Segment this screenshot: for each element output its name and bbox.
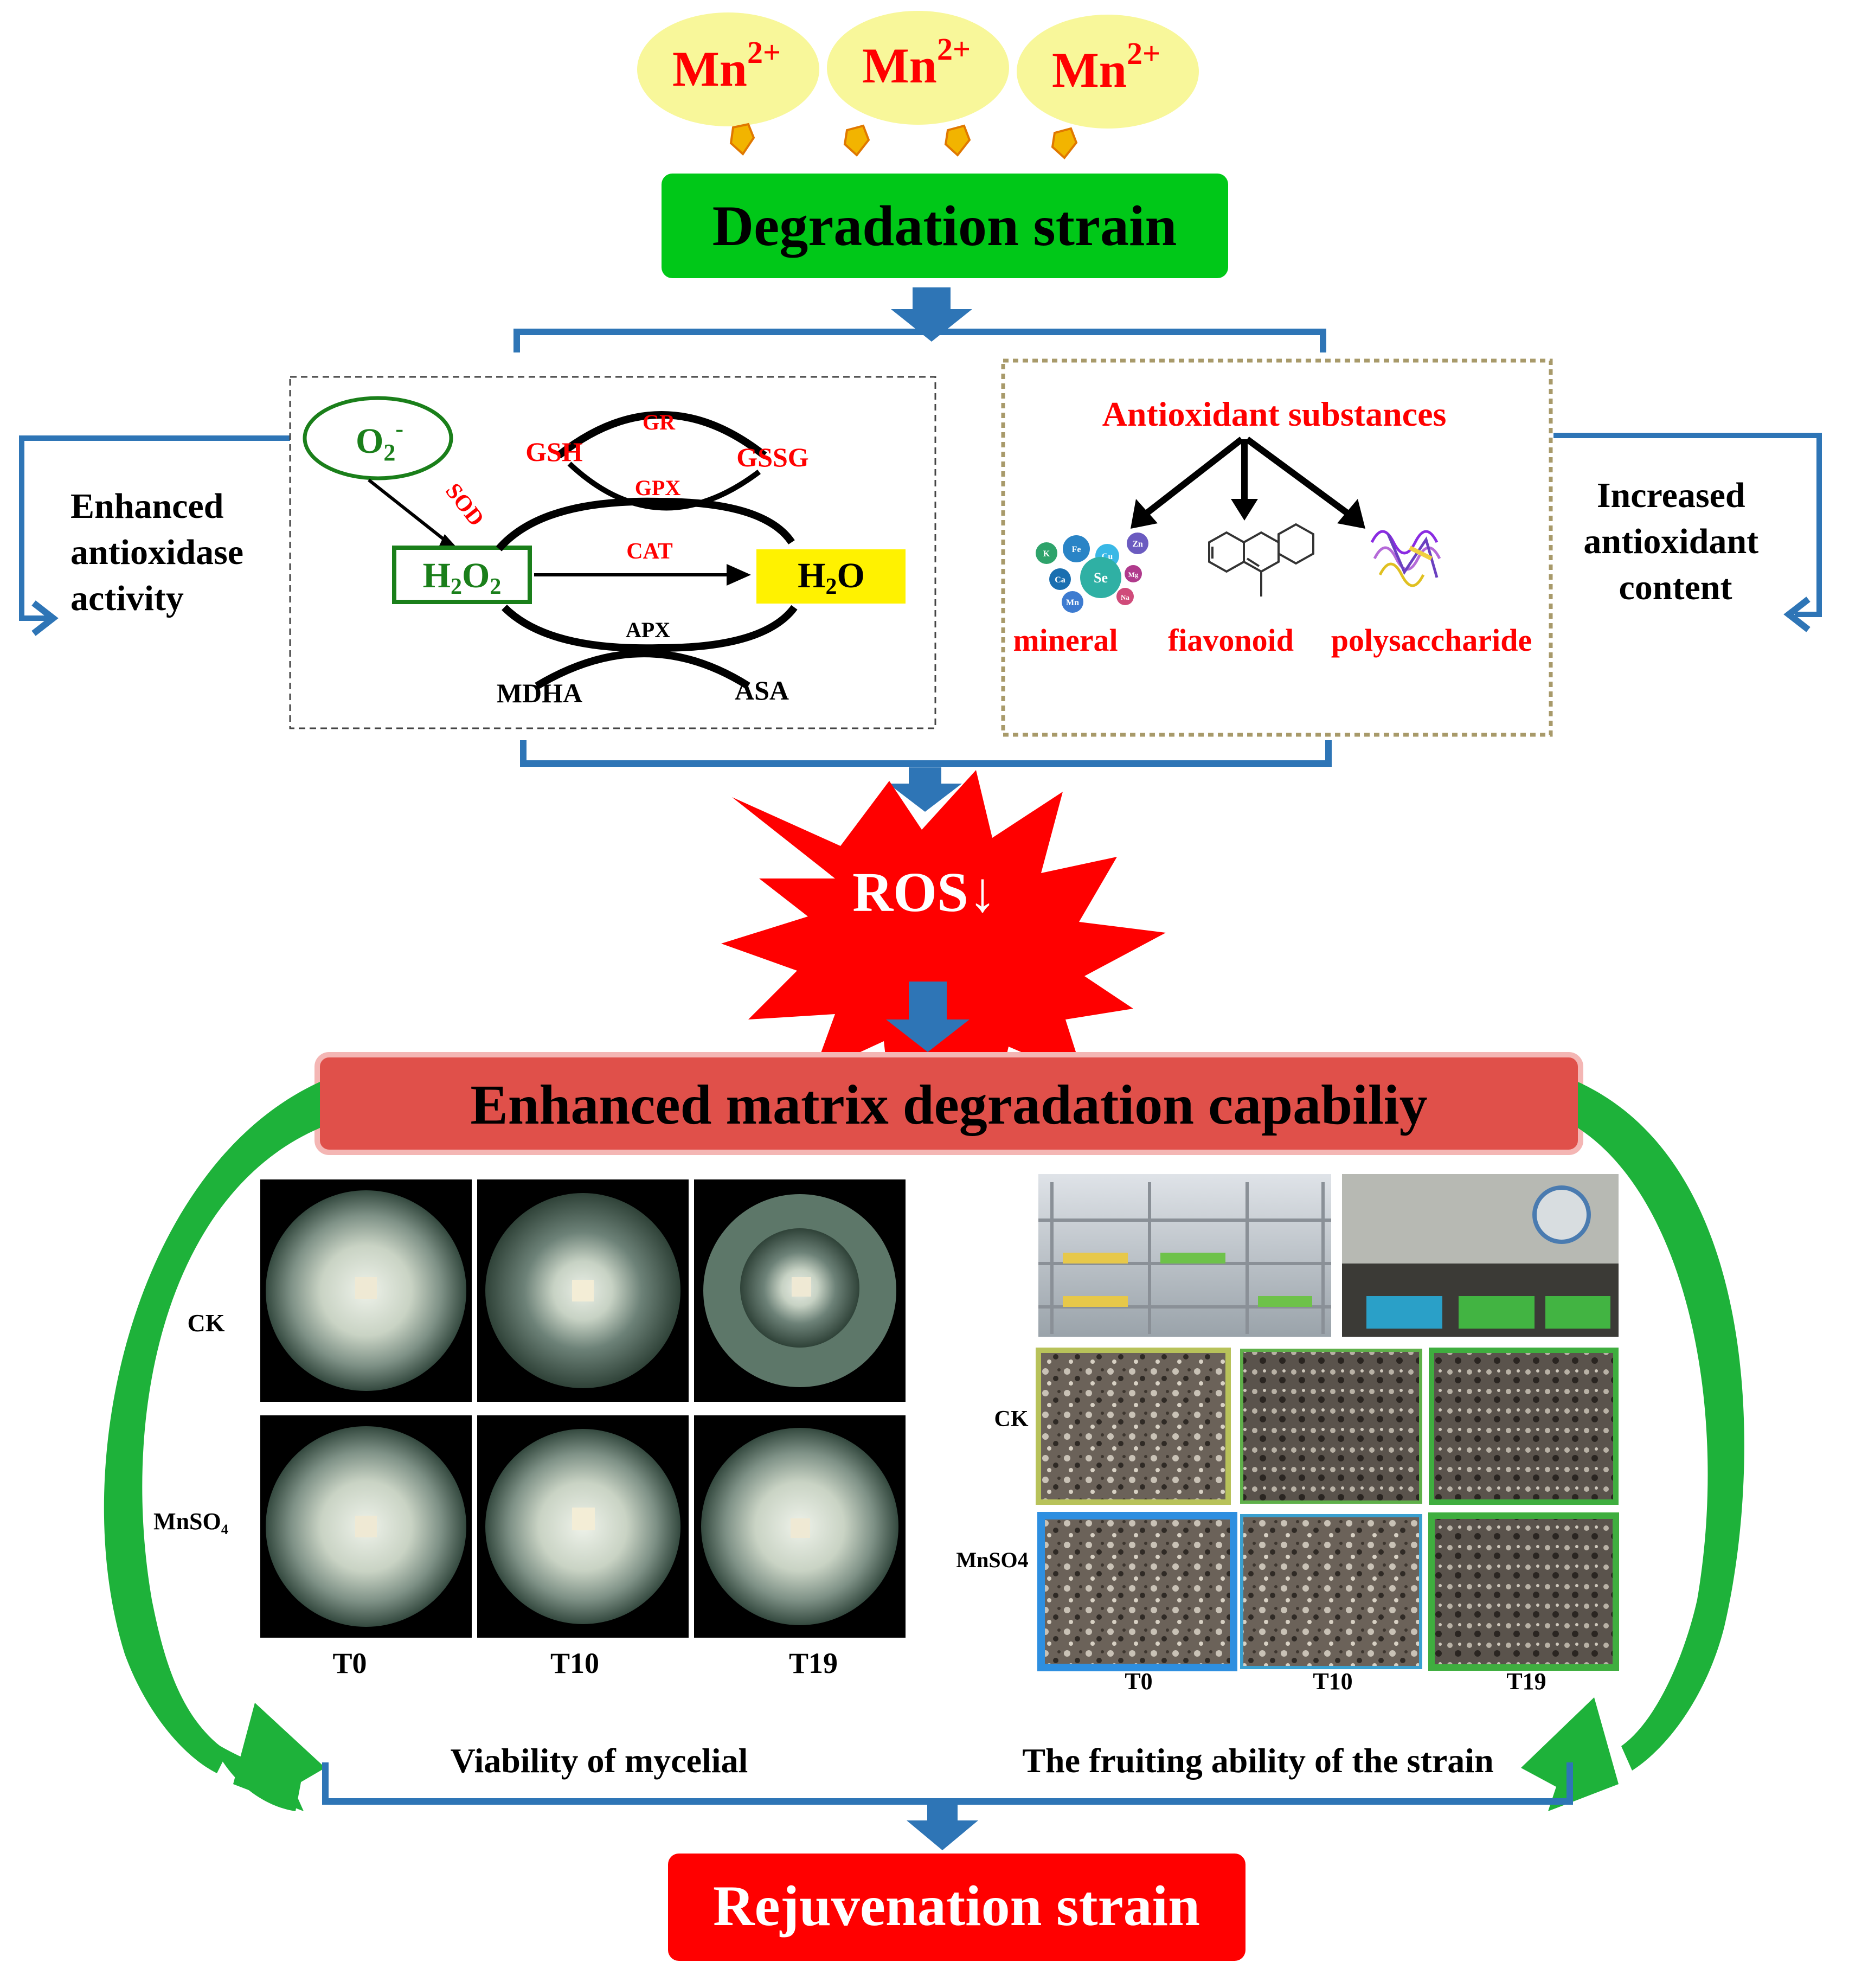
antioxidant-panel: Antioxidant substances K Fe Cu Zn Se Ca … [1001, 358, 1553, 737]
svg-text:H2O: H2O [798, 556, 865, 599]
down-arrow-4 [907, 1803, 978, 1850]
enzyme-cycle-panel: O2- SOD H2O2 H2O CAT GR GSH GSSG GPX APX… [289, 376, 936, 729]
h2o-box [756, 549, 906, 604]
fruiting-tray-photo [1428, 1512, 1619, 1671]
svg-text:O2-: O2- [356, 415, 403, 466]
asa-label: ASA [735, 675, 789, 706]
outcome-mycelial-viability: Viability of mycelial [451, 1741, 748, 1780]
gssg-label: GSSG [736, 442, 808, 472]
fruiting-photo-grid [1036, 1174, 1619, 1671]
svg-text:Ca: Ca [1055, 575, 1065, 585]
svg-text:Enhanced matrix degradation c: Enhanced matrix degradation capabiliy [470, 1074, 1427, 1136]
svg-text:Degradation strain: Degradation strain [712, 194, 1177, 258]
fruiting-col-t19: T19 [1506, 1668, 1546, 1695]
bottom-bracket [322, 1762, 1573, 1805]
svg-text:Se: Se [1094, 570, 1108, 586]
fruiting-col-t10: T10 [1313, 1668, 1352, 1695]
fruiting-tray-photo [1037, 1512, 1237, 1671]
flavonoid-structure-icon [1208, 523, 1314, 597]
green-curved-arrow-left [104, 1082, 325, 1811]
svg-text:Fe: Fe [1072, 545, 1081, 554]
down-arrow-1 [891, 287, 972, 342]
mycelial-row-ck: CK [188, 1309, 225, 1337]
right-side-label: Increased antioxidant content [1583, 476, 1767, 607]
mycelial-row-mnso4: MnSO₄ [153, 1508, 228, 1535]
h2o2-box [392, 546, 532, 604]
top-bracket [513, 329, 1326, 352]
degradation-strain-box: Degradation strain [662, 174, 1228, 278]
down-arrow-2 [888, 767, 962, 812]
fruiting-col-t0: T0 [1125, 1668, 1152, 1695]
cat-label: CAT [626, 539, 673, 564]
mid-bracket [520, 740, 1332, 767]
svg-text:Zn: Zn [1132, 540, 1143, 549]
gr-label: GR [643, 410, 676, 434]
matrix-degradation-box: Enhanced matrix degradation capabiliy [314, 1052, 1583, 1155]
antioxidant-title: Antioxidant substances [1102, 395, 1447, 433]
fruiting-tray-photo [1240, 1349, 1422, 1504]
fruiting-row-mnso4: MnSO4 [956, 1548, 1028, 1572]
rejuvenation-strain-box: Rejuvenation strain [668, 1854, 1245, 1961]
fruiting-tray-photo [1240, 1514, 1422, 1669]
gpx-label: GPX [635, 476, 681, 500]
svg-text:K: K [1043, 549, 1050, 559]
mineral-icon: K Fe Cu Zn Se Ca Mg Mn Na [1036, 533, 1148, 613]
down-arrow-3 [886, 982, 970, 1052]
outcome-fruiting-ability: The fruiting ability of the strain [1022, 1741, 1493, 1780]
mycelial-col-t0: T0 [332, 1647, 367, 1679]
ros-label: ROS↓ [852, 861, 997, 924]
mn-ion-2: Mn2+ [827, 11, 1009, 125]
svg-text:Mn2+: Mn2+ [862, 31, 971, 93]
fruiting-tray-photo [1036, 1348, 1231, 1505]
gsh-label: GSH [525, 437, 583, 467]
svg-text:H2O2: H2O2 [423, 556, 502, 599]
svg-text:Mn2+: Mn2+ [672, 35, 781, 97]
mycelial-col-t19: T19 [789, 1647, 838, 1679]
left-side-label: Enhanced antioxidase activity [70, 486, 253, 618]
ros-starburst: ROS↓ [721, 770, 1166, 1117]
svg-text:Na: Na [1121, 593, 1129, 601]
left-branch-arrow [19, 435, 290, 636]
cultivation-room-photo [1342, 1174, 1619, 1337]
apx-label: APX [626, 618, 670, 642]
mn-ion-3: Mn2+ [1017, 15, 1199, 129]
mdha-label: MDHA [497, 678, 582, 708]
mineral-label: mineral [1013, 623, 1118, 658]
fruiting-row-ck: CK [994, 1407, 1029, 1432]
fruiting-tray-photo [1429, 1348, 1619, 1505]
mycelial-col-t10: T10 [550, 1647, 599, 1679]
flavonoid-label: fiavonoid [1168, 623, 1294, 658]
svg-text:Mg: Mg [1128, 570, 1139, 579]
svg-text:Mn2+: Mn2+ [1052, 36, 1160, 98]
ion-drop-arrows [729, 123, 1078, 159]
green-curved-arrow-right [1521, 1082, 1744, 1811]
mn-ion-1: Mn2+ [637, 12, 819, 126]
polysaccharide-label: polysaccharide [1331, 623, 1532, 658]
svg-text:Mn: Mn [1066, 598, 1079, 607]
polysaccharide-structure-icon [1370, 530, 1441, 587]
cultivation-room-photo [1038, 1174, 1331, 1337]
mycelial-photo-grid [260, 1179, 906, 1638]
svg-text:Rejuvenation strain: Rejuvenation strain [713, 1874, 1200, 1938]
o2-radical [303, 396, 453, 480]
right-branch-arrow [1553, 433, 1822, 632]
